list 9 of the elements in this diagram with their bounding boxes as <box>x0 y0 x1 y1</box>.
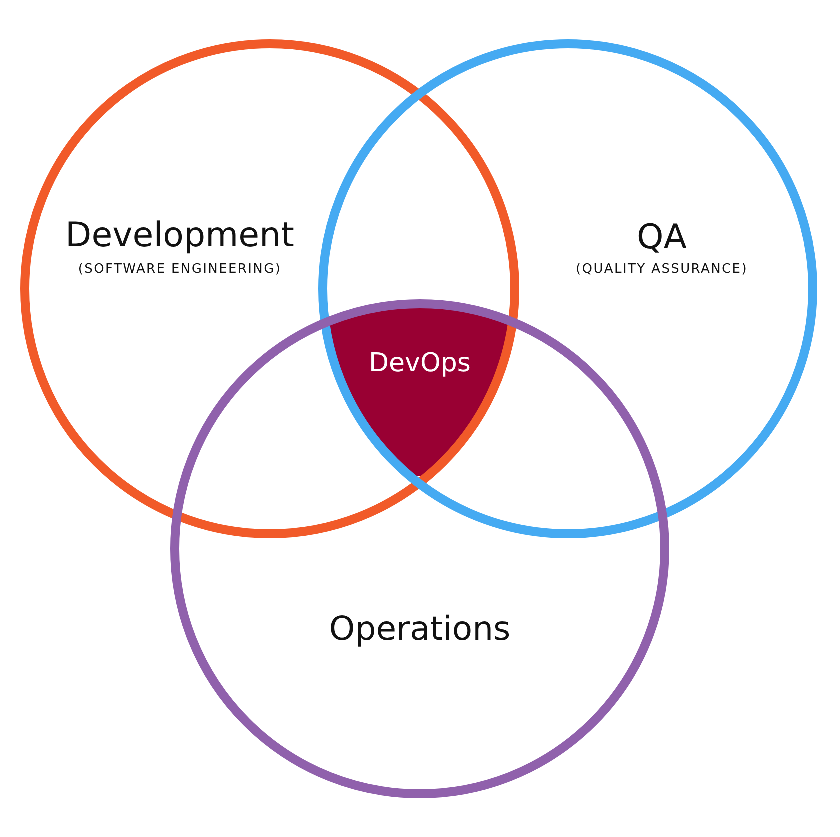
venn-circle <box>170 299 670 799</box>
venn-circle <box>318 39 818 539</box>
circle-label: DevOps <box>369 350 471 378</box>
circle-sublabel: (QUALITY ASSURANCE) <box>576 262 748 278</box>
venn-circle <box>20 39 520 539</box>
circle-label: Operations <box>329 610 511 648</box>
circle-label: Development <box>66 217 294 255</box>
circle-label: QA <box>636 219 688 257</box>
circle-sublabel: (SOFTWARE ENGINEERING) <box>78 262 282 278</box>
